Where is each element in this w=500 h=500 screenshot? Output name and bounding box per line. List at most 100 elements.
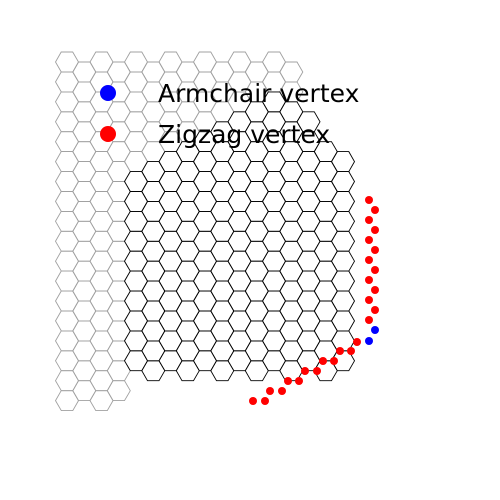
hexagon-cell: [261, 290, 287, 312]
background-hexagon-cell: [123, 151, 149, 173]
background-hexagon-cell: [54, 210, 80, 232]
zigzag-vertex-marker: [371, 226, 379, 234]
hexagon-cell: [244, 320, 269, 342]
hexagon-cell: [244, 280, 269, 302]
background-hexagon-cell: [54, 151, 80, 173]
background-hexagon-cell: [89, 390, 114, 412]
hexagon-cell: [210, 340, 235, 362]
zigzag-vertex-marker: [365, 316, 373, 324]
hexagon-cell: [123, 210, 149, 232]
background-hexagon-cell: [54, 310, 80, 332]
hexagon-cell: [313, 161, 338, 182]
background-hexagon-cell: [123, 111, 149, 133]
hexagon-cell: [244, 340, 269, 362]
background-hexagon-cell: [89, 330, 114, 352]
background-hexagon-cell: [54, 91, 80, 113]
boundary-vertex-markers: [249, 196, 379, 405]
hexagon-cell: [244, 260, 269, 282]
hexagon-cell: [313, 280, 338, 302]
hexagon-cell: [192, 210, 218, 232]
background-hexagon-cell: [227, 51, 252, 73]
hexagon-cell: [279, 340, 304, 362]
hexagon-cell: [175, 260, 200, 282]
hexagon-cell: [244, 360, 269, 382]
background-hexagon-cell: [54, 111, 80, 133]
hexagon-cell: [244, 200, 269, 222]
hexagon-cell: [192, 151, 218, 173]
zigzag-vertex-marker: [371, 206, 379, 214]
hexagon-cell: [192, 290, 218, 312]
hexagon-cell: [261, 230, 287, 252]
background-hexagon-cell: [89, 171, 114, 192]
hexagon-cell: [210, 181, 235, 202]
zigzag-vertex-marker: [365, 276, 373, 284]
hexagon-cell: [244, 220, 269, 242]
hexagon-cell: [244, 181, 269, 202]
hexagon-cell: [330, 270, 356, 292]
armchair-vertex-marker: [371, 326, 379, 334]
hexagon-cell: [296, 250, 321, 272]
hexagon-cell: [313, 300, 338, 322]
zigzag-vertex-marker: [266, 387, 274, 395]
background-hexagon-cell: [89, 210, 114, 232]
zigzag-vertex-marker: [319, 357, 327, 365]
hexagon-cell: [261, 151, 287, 173]
background-hexagon-cell: [123, 71, 149, 93]
hexagon-cell: [158, 191, 183, 212]
zigzag-vertex-marker: [365, 216, 373, 224]
hexagon-cell: [210, 240, 235, 262]
hexagon-cell: [313, 320, 338, 342]
hexagon-cell: [227, 350, 252, 372]
hexagon-cell: [158, 270, 183, 292]
background-hexagon-cell: [54, 390, 80, 412]
background-hexagon-cell: [54, 51, 80, 73]
zigzag-vertex-marker: [313, 367, 321, 375]
hexagon-cell: [330, 290, 356, 312]
hexagon-cell: [227, 230, 252, 252]
background-hexagon-cell: [89, 350, 114, 372]
hexagon-cell: [279, 280, 304, 302]
background-hexagon-cell: [54, 350, 80, 372]
hexagon-cell: [296, 210, 321, 232]
hexagon-cell: [296, 151, 321, 173]
hexagon-cell: [175, 320, 200, 342]
background-hexagon-cell: [89, 51, 114, 73]
background-hexagon-cell: [54, 230, 80, 252]
hexagon-cell: [123, 230, 149, 252]
hexagon-cell: [210, 260, 235, 282]
hexagon-cell: [296, 191, 321, 212]
background-hexagon-cell: [261, 51, 287, 73]
background-hexagon-cell: [123, 91, 149, 113]
hexagon-cell: [210, 360, 235, 382]
background-hexagon-cell: [89, 230, 114, 252]
zigzag-vertex-marker: [295, 377, 303, 385]
hexagon-cell: [175, 300, 200, 322]
armchair-legend-label: Armchair vertex: [158, 79, 359, 108]
hexagon-cell: [141, 360, 166, 382]
hexagon-cell: [261, 171, 287, 192]
hexagon-cell: [141, 300, 166, 322]
hexagon-cell: [175, 220, 200, 242]
hexagon-cell: [261, 270, 287, 292]
hexagon-cell: [227, 191, 252, 212]
hexagon-cell: [330, 171, 356, 192]
hexagon-cell: [313, 240, 338, 262]
hexagon-cell: [313, 200, 338, 222]
hexagon-cell: [123, 330, 149, 352]
zigzag-legend-marker: [100, 126, 116, 142]
background-hexagon-cell: [54, 250, 80, 272]
hexagon-cell: [192, 270, 218, 292]
hexagon-cell: [141, 200, 166, 222]
background-hexagon-cell: [54, 131, 80, 153]
zigzag-vertex-marker: [365, 296, 373, 304]
background-hexagon-cell: [89, 310, 114, 332]
hexagon-cell: [210, 200, 235, 222]
background-hexagon-cell: [89, 370, 114, 392]
hexagon-cell: [261, 310, 287, 332]
zigzag-vertex-marker: [353, 338, 361, 346]
background-hexagon-cell: [54, 270, 80, 292]
background-hexagon-cell: [89, 270, 114, 292]
hexagon-cell: [158, 210, 183, 232]
hexagon-cell: [296, 330, 321, 352]
